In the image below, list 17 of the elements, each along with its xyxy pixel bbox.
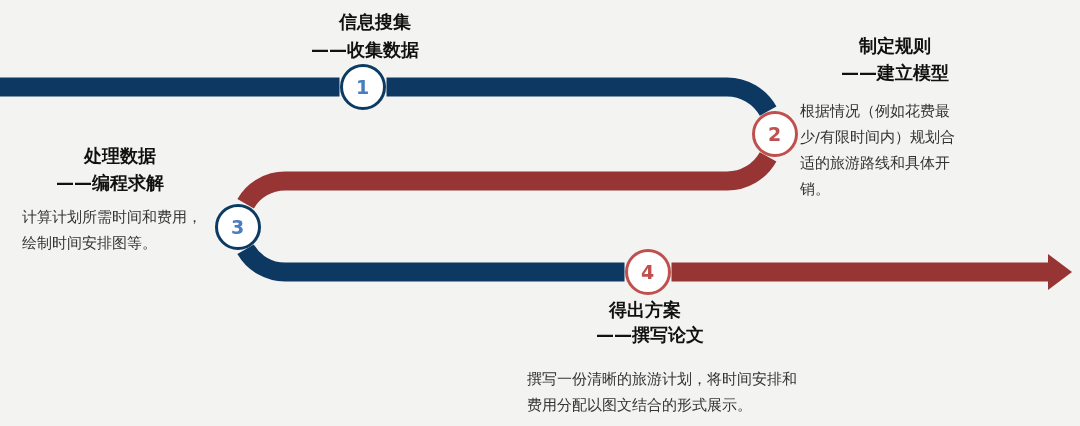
step-subheading: ——编程求解	[55, 171, 165, 195]
step-subheading: ——收集数据	[310, 38, 420, 62]
arrow	[671, 254, 1072, 290]
step-description: 计算计划所需时间和费用，绘制时间安排图等。	[22, 208, 202, 253]
step-circle: 3	[214, 203, 261, 250]
step-description: 根据情况（例如花费最少/有限时间内）规划合适的旅游路线和具体开销。	[800, 102, 956, 199]
step-circle: 4	[624, 248, 671, 295]
step-circle: 2	[751, 110, 798, 157]
step-heading: 信息搜集	[337, 10, 412, 34]
step-circle: 1	[339, 63, 386, 110]
step-heading: 制定规则	[858, 34, 932, 58]
road-line	[0, 77, 340, 97]
step-description: 撰写一份清晰的旅游计划，将时间安排和费用分配以图文结合的形式展示。	[527, 370, 798, 415]
step-heading: 得出方案	[607, 298, 682, 322]
step-subheading: ——建立模型	[840, 61, 950, 85]
step-heading: 处理数据	[82, 144, 157, 168]
step-subheading: ——撰写论文	[595, 323, 705, 347]
